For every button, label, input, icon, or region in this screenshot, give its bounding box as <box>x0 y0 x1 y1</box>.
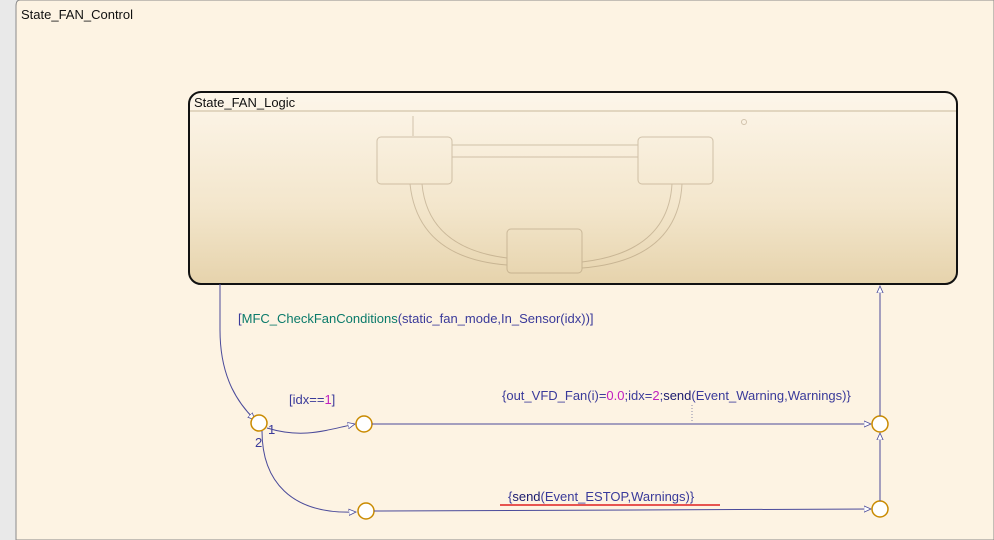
order-2: 2 <box>255 435 262 450</box>
condition-check-fan[interactable]: [MFC_CheckFanConditions(static_fan_mode,… <box>238 311 594 326</box>
junction-c[interactable] <box>357 502 375 520</box>
junction-d[interactable] <box>871 500 889 518</box>
junction-e[interactable] <box>871 415 889 433</box>
state-fan-logic-title: State_FAN_Logic <box>194 95 296 110</box>
junction-a[interactable] <box>250 414 268 432</box>
action-warning[interactable]: {out_VFD_Fan(i)=0.0;idx=2;send(Event_War… <box>502 388 851 403</box>
subchart-preview <box>376 116 747 274</box>
action-estop[interactable]: {send(Event_ESTOP,Warnings)} <box>508 489 695 504</box>
transition-a-b[interactable] <box>266 424 355 434</box>
junction-b[interactable] <box>355 415 373 433</box>
state-fan-logic[interactable]: State_FAN_Logic <box>188 91 958 285</box>
state-fan-control-title: State_FAN_Control <box>21 7 133 22</box>
transition-a-c[interactable] <box>261 430 356 512</box>
condition-idx[interactable]: [idx==1] <box>289 392 335 407</box>
transition-c-d[interactable] <box>373 509 871 511</box>
transition-exit[interactable] <box>219 284 255 420</box>
